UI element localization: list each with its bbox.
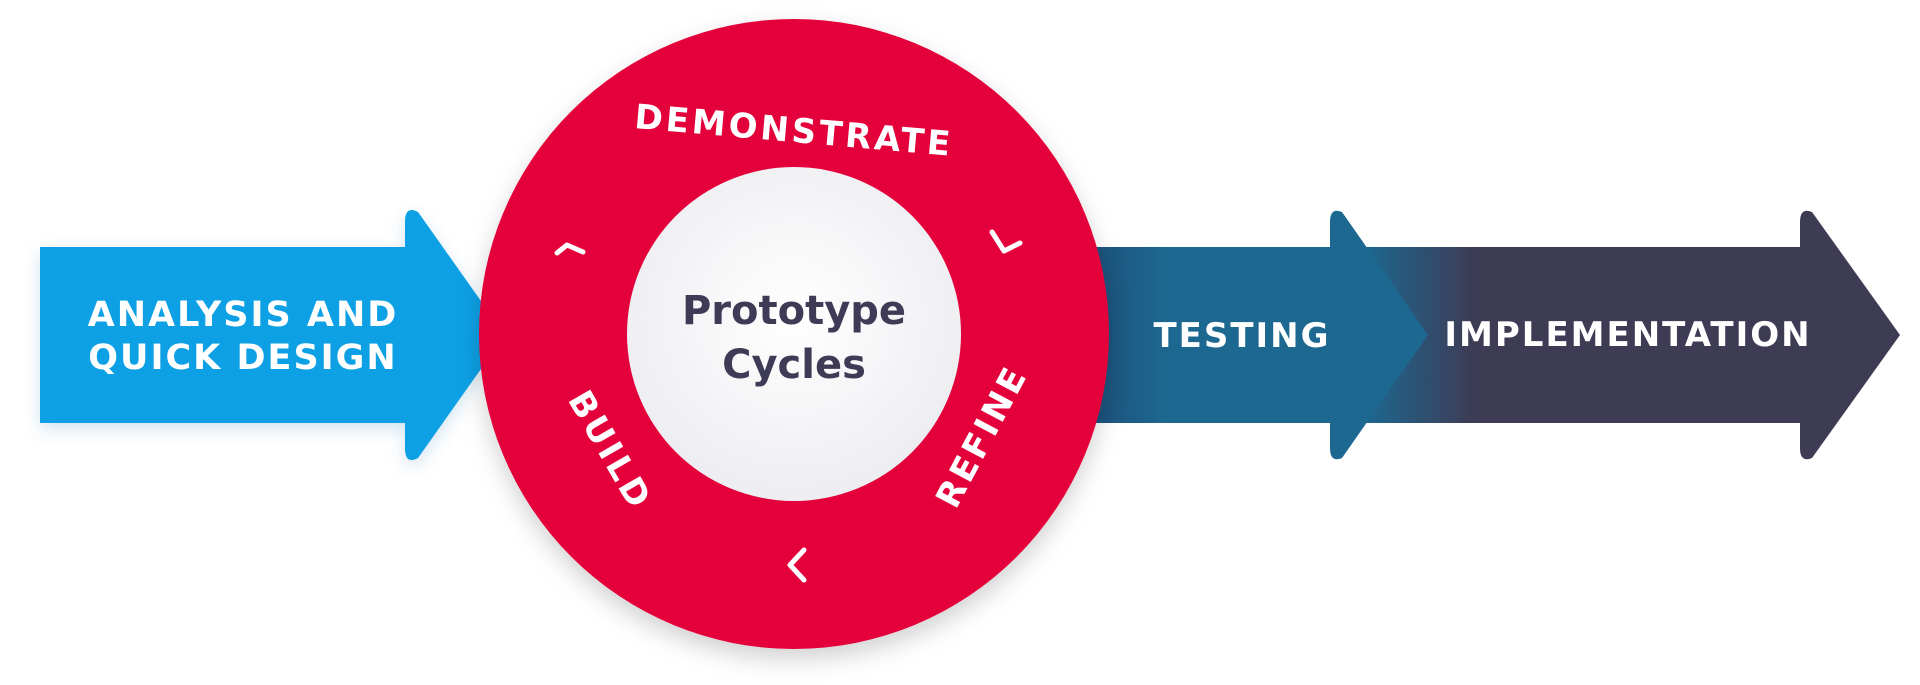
cycle-center [627, 167, 961, 501]
implementation-arrow [1360, 210, 1900, 460]
chevron-bottom-icon [787, 547, 807, 583]
analysis-label-line2: QUICK DESIGN [88, 338, 397, 378]
analysis-arrow [40, 209, 505, 461]
cycle-title-line2: Cycles [722, 342, 866, 388]
cycle-title-line1: Prototype [682, 288, 906, 334]
testing-label: TESTING [1153, 316, 1330, 356]
chevron-top-left-icon [554, 242, 586, 256]
implementation-label: IMPLEMENTATION [1444, 315, 1811, 355]
analysis-label-line1: ANALYSIS AND [88, 295, 399, 335]
testing-arrow [1080, 210, 1428, 460]
chevron-top-right-icon [989, 229, 1023, 254]
